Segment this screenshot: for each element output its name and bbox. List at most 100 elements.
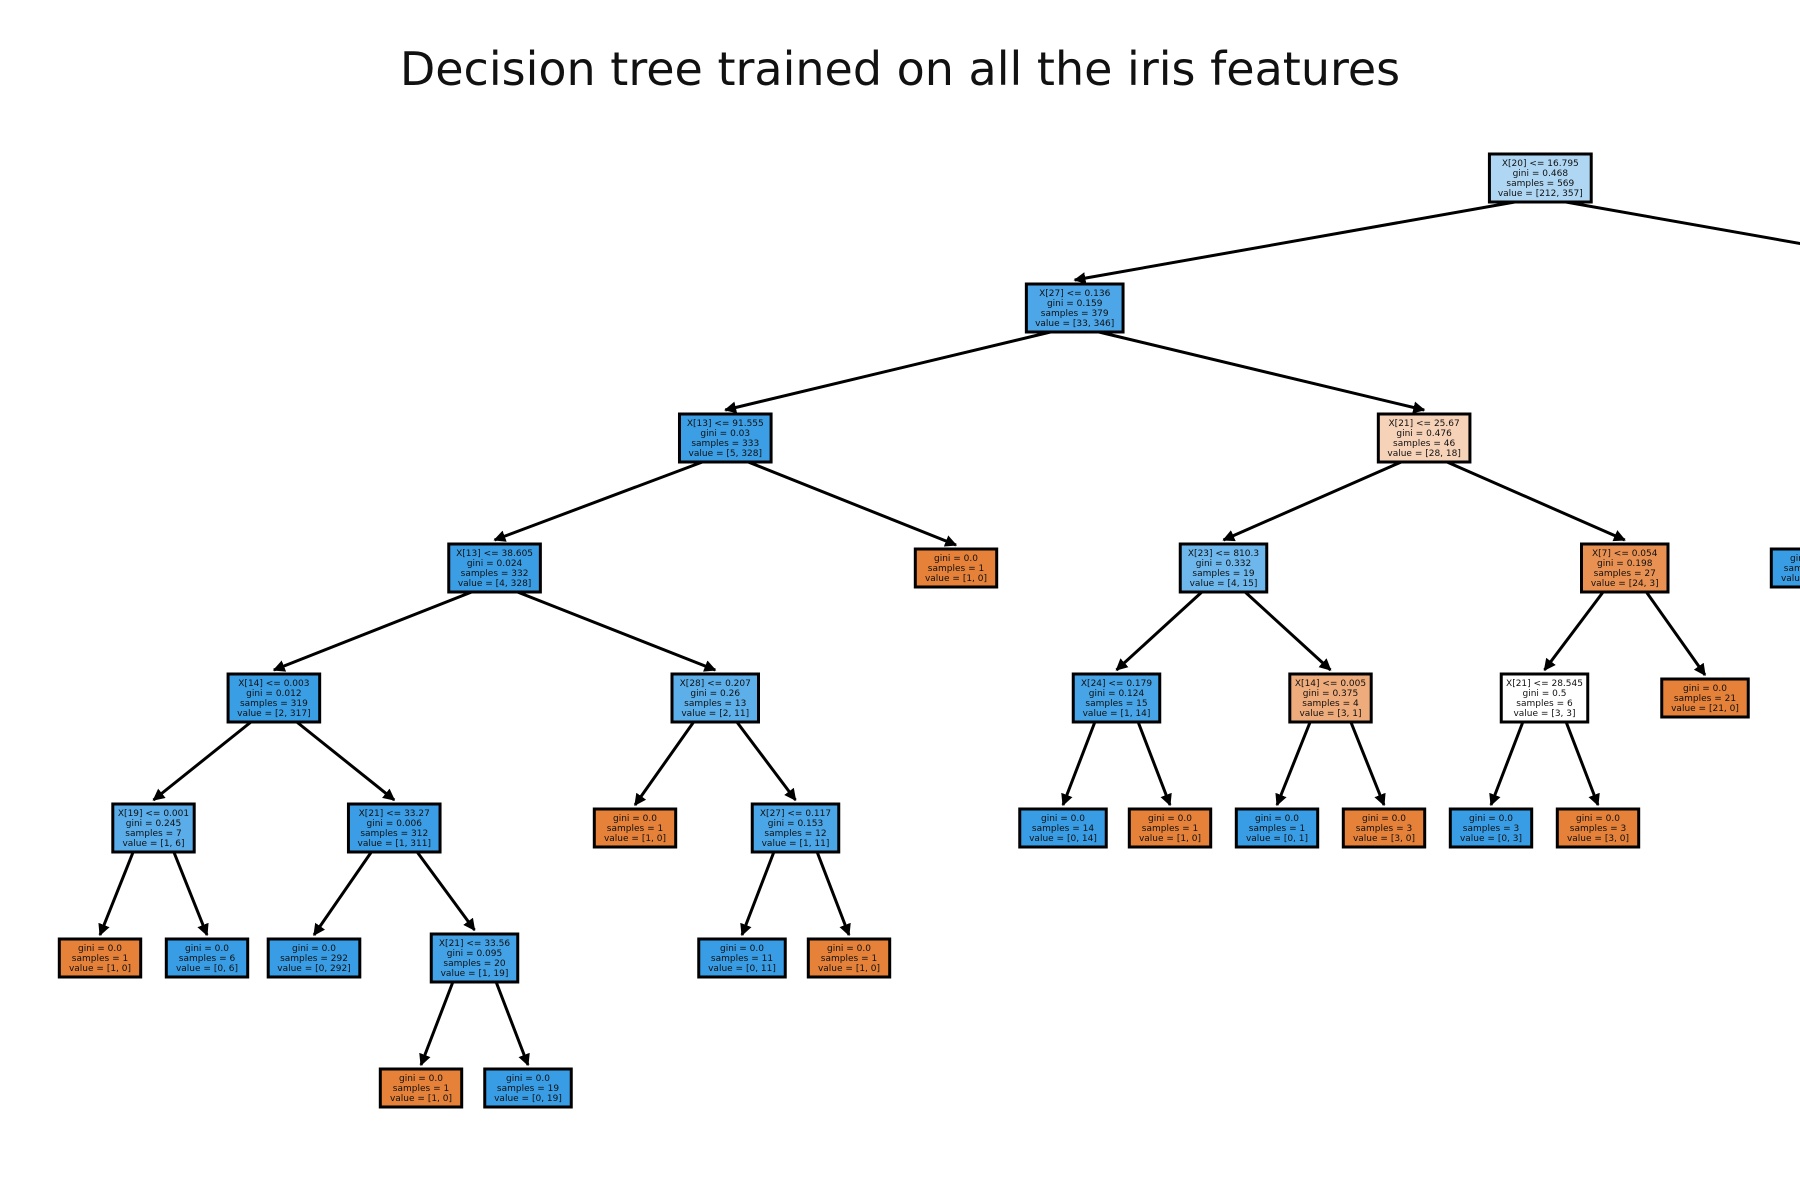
node-line: value = [3, 0] bbox=[1353, 834, 1415, 844]
node-line: samples = 319 bbox=[240, 699, 308, 709]
node-line: X[19] <= 0.001 bbox=[118, 809, 189, 819]
tree-edge bbox=[295, 720, 396, 802]
node-box bbox=[266, 937, 362, 979]
tree-edge bbox=[272, 590, 473, 672]
node-line: value = [0, 3] bbox=[1460, 834, 1522, 844]
tree-edge bbox=[740, 851, 776, 937]
node-box bbox=[429, 932, 520, 984]
node-line: gini = 0.245 bbox=[126, 819, 181, 829]
tree-edge bbox=[1244, 590, 1332, 672]
tree-edge bbox=[493, 460, 703, 542]
node-line: samples = 3 bbox=[1356, 824, 1412, 834]
node-line: gini = 0.0 bbox=[827, 944, 871, 954]
node-line: gini = 0.26 bbox=[690, 689, 740, 699]
node-line: samples = 14 bbox=[1032, 824, 1094, 834]
node-line: gini = 0.024 bbox=[467, 559, 523, 569]
node-box bbox=[670, 672, 760, 724]
node-line: samples = 312 bbox=[360, 829, 428, 839]
node-line: value = [2, 317] bbox=[237, 709, 311, 719]
node-line: X[28] <= 0.207 bbox=[680, 679, 751, 689]
node-box bbox=[164, 937, 250, 979]
node-line: value = [0, 6] bbox=[176, 964, 238, 974]
node-box bbox=[1071, 672, 1162, 724]
node-line: gini = 0.0 bbox=[78, 944, 122, 954]
node-line: X[24] <= 0.179 bbox=[1081, 679, 1152, 689]
node-box bbox=[1660, 677, 1750, 719]
node-line: X[21] <= 25.67 bbox=[1389, 419, 1460, 429]
tree-edge bbox=[724, 330, 1051, 414]
node-box bbox=[677, 412, 773, 464]
node-line: samples = 1 bbox=[1142, 824, 1198, 834]
node-line: X[21] <= 33.27 bbox=[359, 809, 430, 819]
node-line: gini = 0.476 bbox=[1396, 429, 1452, 439]
node-line: gini = 0.095 bbox=[447, 949, 502, 959]
node-box bbox=[483, 1067, 573, 1109]
tree-edge bbox=[633, 721, 695, 806]
tree-edge bbox=[1222, 460, 1402, 542]
tree-edge bbox=[1275, 721, 1312, 807]
node-line: gini = 0.03 bbox=[700, 429, 750, 439]
node-line: X[23] <= 810.3 bbox=[1188, 549, 1259, 559]
node-line: gini = 0.375 bbox=[1303, 689, 1358, 699]
node-box bbox=[697, 937, 787, 979]
tree-edge bbox=[172, 851, 209, 937]
node-box bbox=[346, 802, 442, 854]
node-line: samples = 1 bbox=[1249, 824, 1305, 834]
tree-edge bbox=[152, 720, 252, 802]
node-line: gini = 0.5 bbox=[1523, 689, 1567, 699]
node-line: value = [24, 3] bbox=[1591, 579, 1659, 589]
tree-edge bbox=[1349, 721, 1386, 807]
node-box bbox=[750, 802, 841, 854]
tree-edge bbox=[1565, 200, 1800, 246]
node-box bbox=[592, 807, 678, 849]
node-line: gini = 0.124 bbox=[1089, 689, 1145, 699]
node-line: samples = 7 bbox=[125, 829, 181, 839]
node-line: gini = 0.0 bbox=[1041, 814, 1085, 824]
node-line: gini = 0.468 bbox=[1513, 169, 1569, 179]
node-line: value = [3, 0] bbox=[1567, 834, 1629, 844]
node-line: gini = 0.0 bbox=[292, 944, 336, 954]
node-line: gini = 0.0 bbox=[613, 814, 657, 824]
diagram-title: Decision tree trained on all the iris fe… bbox=[399, 42, 1401, 96]
node-line: value = [28, 18] bbox=[1387, 449, 1461, 459]
node-line: value = [212, 357] bbox=[1498, 189, 1583, 199]
node-line: samples = 379 bbox=[1041, 309, 1109, 319]
node-line: samples = 46 bbox=[1393, 439, 1455, 449]
node-line: value = [0, 14] bbox=[1029, 834, 1097, 844]
node-line: samples = 332 bbox=[461, 569, 529, 579]
node-line: value = [1, 14] bbox=[1083, 709, 1151, 719]
node-line: value = [5, 328] bbox=[689, 449, 763, 459]
node-line: gini = 0.198 bbox=[1597, 559, 1653, 569]
tree-edge bbox=[415, 851, 476, 931]
node-line: value = [1, 311] bbox=[358, 839, 432, 849]
node-line: samples = 11 bbox=[711, 954, 773, 964]
node-line: gini = 0.153 bbox=[768, 819, 823, 829]
tree-edge bbox=[1098, 330, 1426, 414]
node-line: value = [1, 0] bbox=[69, 964, 131, 974]
node-line: value = [0, 9] bbox=[1781, 574, 1800, 584]
node-line: samples = 19 bbox=[497, 1084, 559, 1094]
node-line: X[13] <= 38.605 bbox=[456, 549, 533, 559]
node-box bbox=[1234, 807, 1320, 849]
node-box bbox=[1376, 412, 1472, 464]
node-box bbox=[111, 802, 196, 854]
node-line: samples = 3 bbox=[1463, 824, 1519, 834]
node-line: gini = 0.0 bbox=[1683, 684, 1727, 694]
node-line: value = [1, 6] bbox=[122, 839, 184, 849]
node-line: value = [4, 15] bbox=[1190, 579, 1258, 589]
